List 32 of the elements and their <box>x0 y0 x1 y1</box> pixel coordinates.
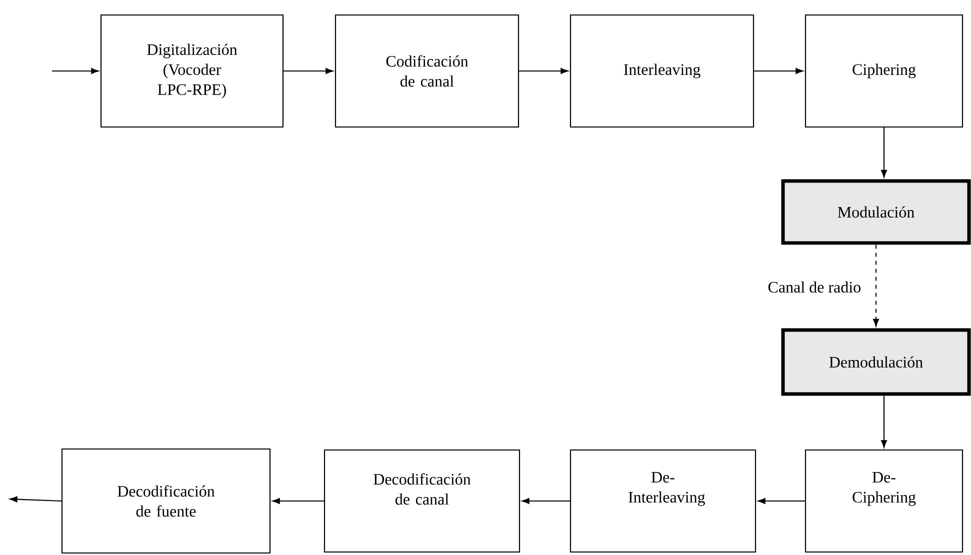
process-box <box>100 14 284 128</box>
process-box <box>781 328 971 396</box>
arrow <box>881 128 887 178</box>
box-label: De-Interleaving <box>628 472 705 506</box>
edge-label: Canal de radio <box>768 281 860 293</box>
process-box <box>570 449 756 553</box>
arrow <box>873 244 879 326</box>
arrow <box>284 68 334 74</box>
process-box <box>334 14 520 128</box>
arrow <box>881 396 887 448</box>
box-label: Modulación <box>838 206 914 218</box>
arrow <box>519 68 568 74</box>
process-box <box>570 14 754 128</box>
process-box <box>781 179 971 245</box>
box-label: Ciphering <box>852 64 916 78</box>
arrow <box>522 498 570 504</box>
box-label: Digitalización (Vocoder LPC-RPE) <box>147 44 238 98</box>
process-box <box>324 449 520 553</box>
arrow <box>758 498 805 504</box>
process-box <box>804 449 964 553</box>
box-label: Decodificación de canal <box>374 473 471 505</box>
box-label: Codificación de canal <box>386 55 468 87</box>
box-label: Decodificación de fuente <box>118 485 215 517</box>
process-box <box>804 14 964 128</box>
arrow <box>52 68 99 74</box>
arrow <box>272 498 324 504</box>
box-label: De-Ciphering <box>852 472 916 506</box>
arrow <box>10 496 62 502</box>
box-label: Demodulación <box>829 356 923 368</box>
arrow <box>754 68 804 74</box>
box-label: Interleaving <box>624 64 700 78</box>
process-box <box>61 448 271 554</box>
